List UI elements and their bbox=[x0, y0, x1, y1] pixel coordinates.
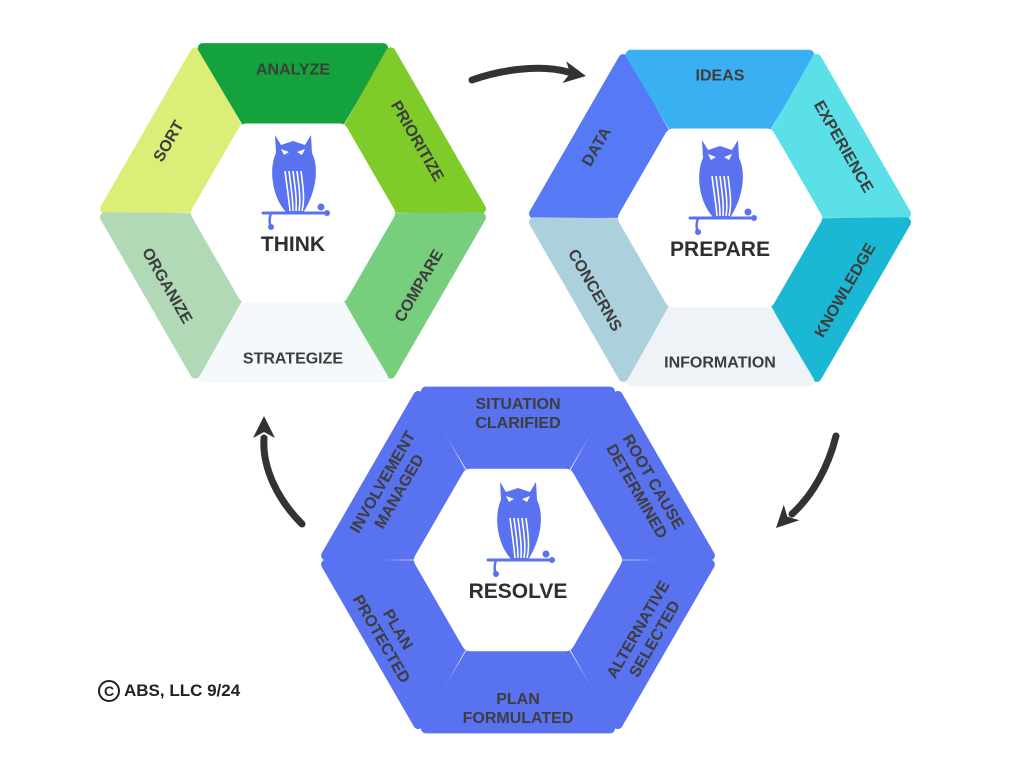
think-owl-icon bbox=[261, 135, 330, 230]
prepare-center-label: PREPARE bbox=[670, 238, 770, 261]
prepare-label-bottom: INFORMATION bbox=[664, 355, 776, 372]
resolve-center-label: RESOLVE bbox=[469, 580, 568, 603]
resolve-label-top-line-2: CLARIFIED bbox=[475, 415, 560, 432]
resolve-label-bottom-line-2: FORMULATED bbox=[463, 710, 574, 727]
resolve-label-bottom-line-1: PLAN bbox=[496, 691, 540, 708]
think-hexagon: SORTANALYZEPRIORITIZECOMPARESTRATEGIZEOR… bbox=[100, 43, 486, 383]
prepare-owl-icon bbox=[688, 140, 757, 235]
prepare-label-top: IDEAS bbox=[696, 68, 745, 85]
copyright-text: ABS, LLC 9/24 bbox=[124, 681, 241, 700]
resolve-label-top: SITUATION CLARIFIED bbox=[475, 396, 560, 432]
prepare-label-top-line-1: IDEAS bbox=[696, 68, 745, 85]
arrow-think-to-prepare bbox=[468, 61, 586, 84]
copyright-notice: C ABS, LLC 9/24 bbox=[98, 680, 240, 702]
think-label-bottom: STRATEGIZE bbox=[243, 351, 343, 368]
copyright-icon: C bbox=[98, 680, 120, 702]
think-center-label: THINK bbox=[261, 233, 325, 256]
resolve-label-bottom: PLAN FORMULATED bbox=[463, 691, 574, 727]
think-label-bottom-line-1: STRATEGIZE bbox=[243, 351, 343, 368]
think-label-top-line-1: ANALYZE bbox=[256, 62, 330, 79]
think-label-top: ANALYZE bbox=[256, 62, 330, 79]
resolve-label-top-line-1: SITUATION bbox=[475, 396, 560, 413]
arrow-prepare-to-resolve bbox=[776, 432, 840, 528]
arrow-resolve-to-think bbox=[253, 416, 306, 528]
prepare-hexagon: DATAIDEASEXPERIENCEKNOWLEDGEINFORMATIONC… bbox=[529, 49, 911, 387]
resolve-owl-icon bbox=[486, 482, 555, 577]
prepare-label-bottom-line-1: INFORMATION bbox=[664, 355, 776, 372]
